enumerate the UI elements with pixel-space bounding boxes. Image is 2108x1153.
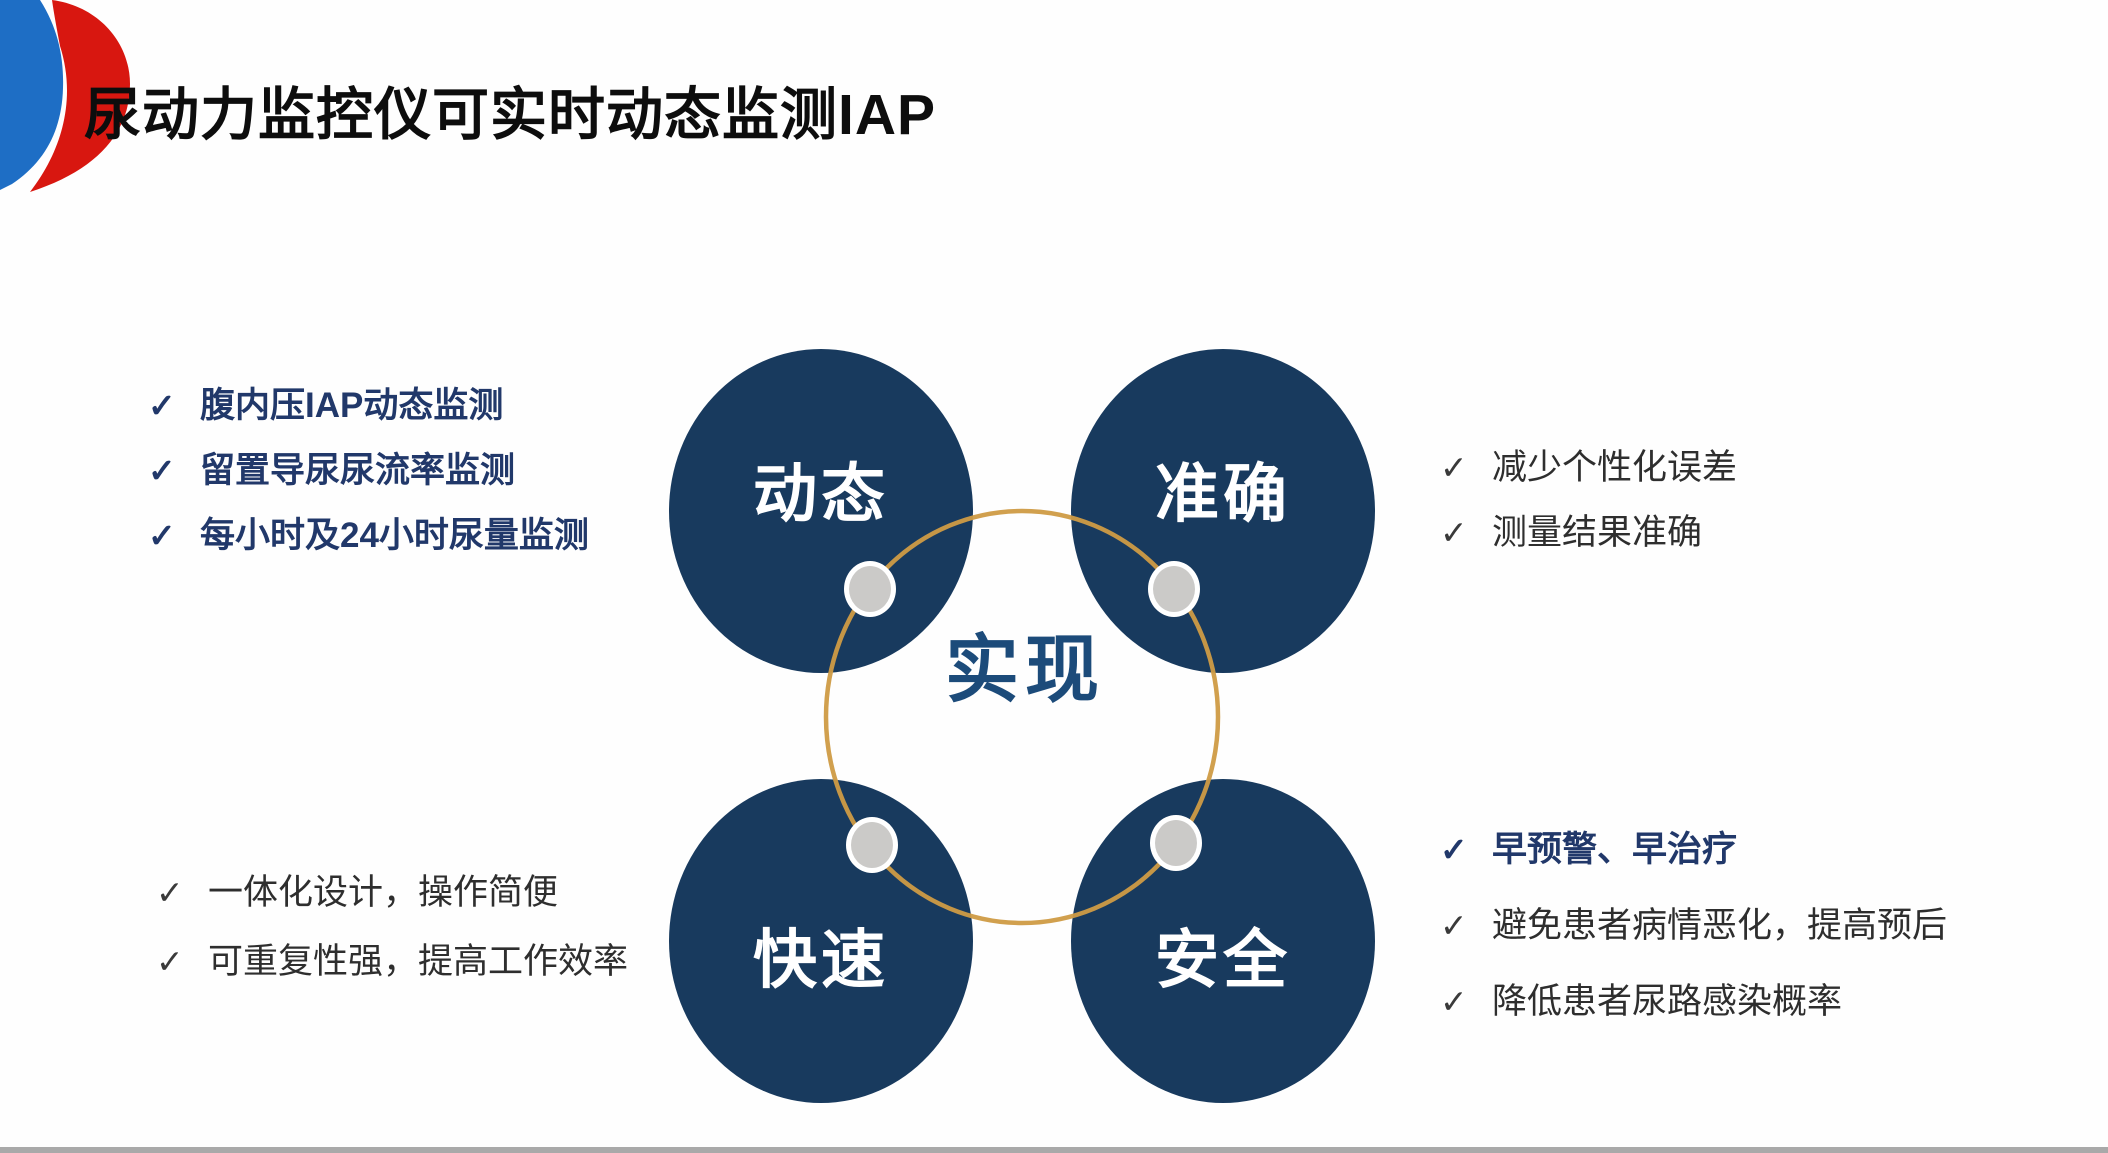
bullet-text: 每小时及24小时尿量监测 — [200, 516, 589, 555]
check-icon: ✓ — [1440, 983, 1468, 1020]
junction-dot-top-right — [1148, 561, 1200, 617]
bullet-item: ✓ 留置导尿尿流率监测 — [148, 449, 589, 493]
check-icon: ✓ — [148, 517, 176, 554]
bullet-item: ✓ 可重复性强，提高工作效率 — [156, 940, 628, 984]
bullet-text: 留置导尿尿流率监测 — [200, 451, 516, 490]
logo-red-crescent-shape — [30, 0, 130, 192]
bullet-item: ✓ 早预警、早治疗 — [1440, 828, 1947, 872]
junction-dot-bottom-left — [846, 817, 898, 873]
check-icon: ✓ — [156, 874, 184, 911]
bullet-text: 一体化设计，操作简便 — [208, 873, 559, 912]
bullet-text: 早预警、早治疗 — [1492, 830, 1738, 869]
diagram-circle-dynamic: 动态 — [669, 349, 973, 673]
logo-blue-shape — [0, 0, 64, 190]
check-icon: ✓ — [1440, 831, 1468, 868]
bullet-text: 腹内压IAP动态监测 — [200, 386, 504, 425]
bullet-item: ✓ 测量结果准确 — [1440, 511, 1737, 555]
bullet-text: 降低患者尿路感染概率 — [1492, 982, 1843, 1021]
bullet-group-bottom-right: ✓ 早预警、早治疗 ✓ 避免患者病情恶化，提高预后 ✓ 降低患者尿路感染概率 — [1440, 828, 1947, 1056]
bullet-text: 测量结果准确 — [1492, 513, 1703, 552]
circle-label-safe: 安全 — [1155, 924, 1291, 996]
check-icon: ✓ — [148, 387, 176, 424]
circle-label-dynamic: 动态 — [753, 458, 889, 530]
diagram-circle-fast: 快速 — [669, 779, 973, 1103]
bullet-text: 减少个性化误差 — [1492, 448, 1738, 487]
bullet-item: ✓ 一体化设计，操作简便 — [156, 871, 628, 915]
diagram-center-label: 实现 — [945, 628, 1105, 711]
bullet-group-top-left: ✓ 腹内压IAP动态监测 ✓ 留置导尿尿流率监测 ✓ 每小时及24小时尿量监测 — [148, 384, 589, 579]
check-icon: ✓ — [1440, 907, 1468, 944]
circle-label-accurate: 准确 — [1155, 458, 1291, 530]
bullet-item: ✓ 每小时及24小时尿量监测 — [148, 514, 589, 558]
bullet-item: ✓ 腹内压IAP动态监测 — [148, 384, 589, 428]
bullet-text: 可重复性强，提高工作效率 — [208, 942, 629, 981]
bullet-group-bottom-left: ✓ 一体化设计，操作简便 ✓ 可重复性强，提高工作效率 — [156, 871, 628, 1009]
bullet-text: 避免患者病情恶化，提高预后 — [1492, 906, 1948, 945]
bullet-group-top-right: ✓ 减少个性化误差 ✓ 测量结果准确 — [1440, 446, 1737, 576]
check-icon: ✓ — [148, 452, 176, 489]
bullet-item: ✓ 降低患者尿路感染概率 — [1440, 980, 1947, 1024]
frame-bottom-edge — [0, 1147, 2108, 1153]
junction-dot-bottom-right — [1150, 815, 1202, 871]
diagram-circle-safe: 安全 — [1071, 779, 1375, 1103]
diagram-circle-accurate: 准确 — [1071, 349, 1375, 673]
slide-title: 尿动力监控仪可实时动态监测IAP — [84, 83, 937, 147]
corner-logo — [0, 0, 130, 192]
check-icon: ✓ — [1440, 449, 1468, 486]
check-icon: ✓ — [156, 943, 184, 980]
check-icon: ✓ — [1440, 514, 1468, 551]
bullet-item: ✓ 避免患者病情恶化，提高预后 — [1440, 904, 1947, 948]
bullet-item: ✓ 减少个性化误差 — [1440, 446, 1737, 490]
circle-label-fast: 快速 — [753, 924, 889, 996]
junction-dot-top-left — [844, 561, 896, 617]
